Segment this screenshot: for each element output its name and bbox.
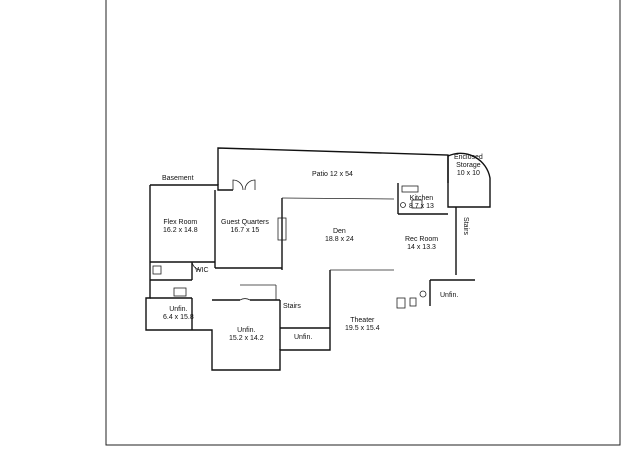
basement-label: Basement xyxy=(162,175,194,182)
toilet-icon-2 xyxy=(409,297,417,307)
kitchen-label: Kitchen 8.7 x 13 xyxy=(409,195,434,210)
enclosed-storage-outline xyxy=(447,152,491,208)
patio-outline xyxy=(217,147,449,185)
flex-room-label: Flex Room 16.2 x 14.8 xyxy=(163,219,198,234)
sink-icon-2 xyxy=(396,297,406,309)
flex-door xyxy=(191,261,201,271)
sink-icon xyxy=(173,287,187,297)
building-outline xyxy=(150,184,233,191)
left-wing-outline xyxy=(145,185,331,371)
guest-quarters-label: Guest Quarters 16.7 x 15 xyxy=(221,219,269,234)
kitchen-island xyxy=(411,199,423,209)
theater-label: Theater 19.5 x 15.4 xyxy=(345,317,380,332)
drain-icon xyxy=(419,290,427,298)
unfin-door xyxy=(239,298,251,301)
patio-door-right xyxy=(244,179,256,191)
unfin-small-label: Unfin. xyxy=(294,334,313,341)
drain-icon-2 xyxy=(400,202,406,208)
wic-label: WIC xyxy=(195,267,209,274)
toilet-icon xyxy=(152,265,162,275)
stairs-right-label: Stairs xyxy=(461,217,469,235)
den-label: Den 18.8 x 24 xyxy=(325,228,354,243)
kitchen-counter xyxy=(401,185,419,193)
unfin-center-label: Unfin. 15.2 x 14.2 xyxy=(229,327,264,342)
unfin-right-label: Unfin. xyxy=(440,292,459,299)
patio-label: Patio 12 x 54 xyxy=(312,171,353,178)
guest-closet xyxy=(277,217,287,241)
sheet-border xyxy=(105,0,621,446)
enclosed-storage-label: Enclosed Storage 10 x 10 xyxy=(454,154,483,177)
rec-room-label: Rec Room 14 x 13.3 xyxy=(405,236,439,251)
unfin-left-label: Unfin. 6.4 x 15.8 xyxy=(163,306,194,321)
stairs-center-label: Stairs xyxy=(283,303,301,310)
patio-door-left xyxy=(232,179,244,191)
patio-door-line xyxy=(281,197,395,200)
